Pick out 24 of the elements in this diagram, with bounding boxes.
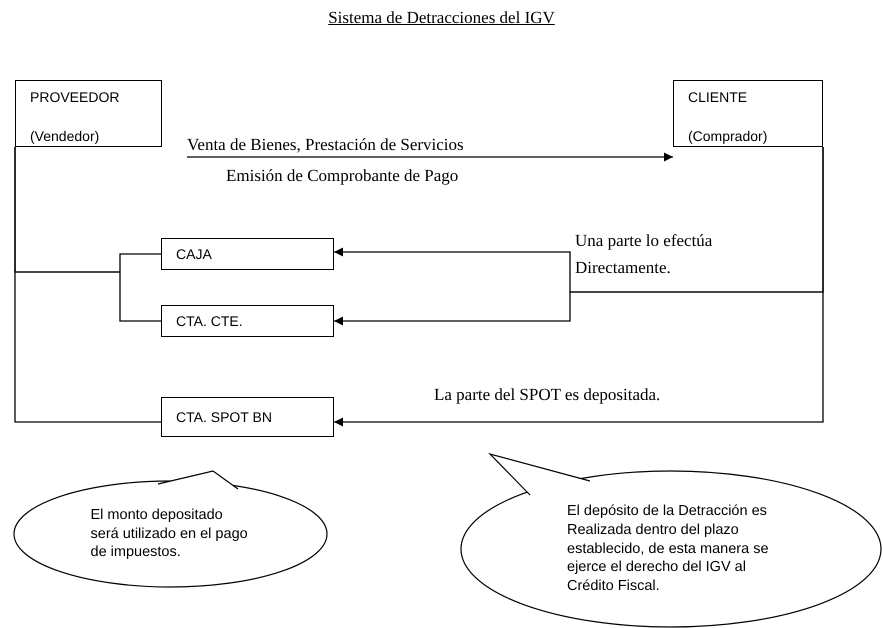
bubble-text: El monto depositado será utilizado en el pago de impuestos. [90, 506, 249, 562]
entity-box [161, 397, 334, 437]
title: Sistema de Detracciones del IGV [328, 8, 555, 27]
box-text: CTA. SPOT BN [176, 409, 272, 425]
bubble-text: El depósito de la Detracción es Realizada dentro del plazo establecido, de esta manera se ejerce el derecho del IGV al Crédito Fiscal. [567, 502, 770, 596]
speech-bubble [13, 470, 328, 588]
entity-box [161, 238, 334, 270]
note-text: Una parte lo efectúa Directamente. [575, 230, 714, 280]
arrow [334, 147, 824, 426]
connector-line [14, 147, 161, 423]
entity-box [161, 305, 334, 337]
speech-bubble [460, 452, 882, 628]
edge-label: La parte del SPOT es depositada. [434, 385, 662, 406]
edge-label: Venta de Bienes, Prestación de Servicios [187, 135, 465, 156]
arrow [187, 152, 673, 162]
box-text: CAJA [176, 246, 212, 262]
entity-box [673, 80, 823, 147]
box-text: (Vendedor) [30, 128, 100, 144]
box-text: CTA. CTE. [176, 313, 243, 329]
box-text: (Comprador) [688, 128, 768, 144]
box-text: CLIENTE [688, 89, 748, 105]
note-text: Emisión de Comprobante de Pago [226, 166, 460, 186]
box-text: PROVEEDOR [30, 89, 120, 105]
entity-box [15, 80, 162, 147]
